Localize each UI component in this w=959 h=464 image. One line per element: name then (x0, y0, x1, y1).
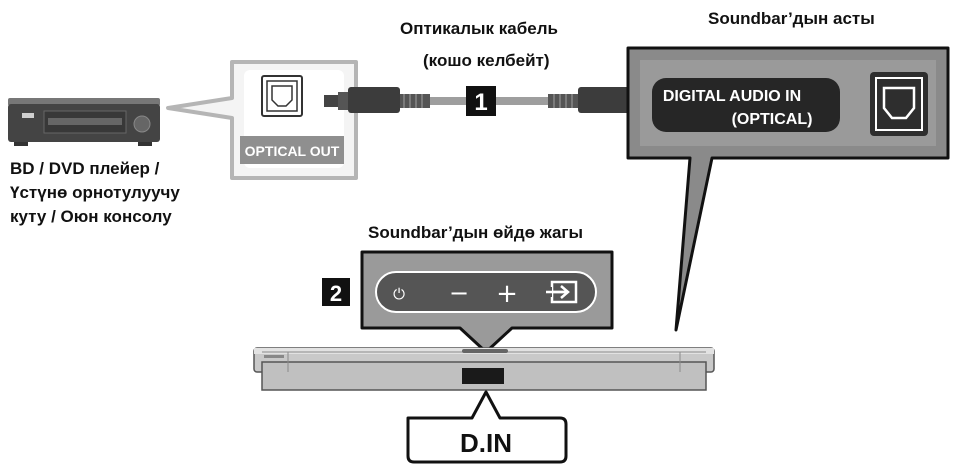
optical-out-callout (166, 60, 358, 180)
step-1-number: 1 (474, 89, 487, 116)
volume-up-button[interactable]: + (496, 279, 518, 309)
volume-down-button[interactable]: − (449, 279, 469, 307)
soundbar-display-window (462, 368, 504, 384)
cable-label-line1: Оптикалык кабель (400, 19, 558, 38)
optical-port-icon (261, 75, 303, 117)
source-button[interactable] (544, 280, 578, 304)
soundbar-body (253, 347, 715, 391)
optical-out-label: OPTICAL OUT (245, 143, 340, 159)
source-device-label-line3: куту / Оюн консолу (10, 207, 172, 226)
power-button[interactable]: ⏻ (393, 285, 405, 303)
rear-panel-label: Soundbar’дын асты (708, 9, 875, 28)
display-text: D.IN (460, 428, 512, 458)
plus-icon: + (496, 279, 518, 309)
cable-label-line2: (кошо келбейт) (423, 51, 550, 70)
source-input-icon (544, 280, 578, 304)
top-panel-callout (360, 250, 614, 354)
digital-audio-in-port-icon (870, 72, 928, 136)
step-2-number: 2 (330, 281, 342, 306)
digital-audio-in-label-line2: (OPTICAL) (732, 111, 813, 128)
rear-panel-callout (626, 46, 950, 332)
source-device-label-line1: BD / DVD плейер / (10, 159, 160, 178)
source-device-label-line2: Үстүнө орнотулуучу (10, 183, 180, 202)
step-1-badge (466, 86, 496, 116)
display-callout (406, 390, 568, 464)
digital-audio-in-label-line1: DIGITAL AUDIO IN (663, 88, 801, 105)
step-2-badge (322, 278, 350, 306)
minus-icon: − (449, 279, 469, 307)
player-device-illustration (8, 98, 160, 146)
top-panel-label: Soundbar’дын өйдө жагы (368, 223, 584, 242)
power-icon: ⏻ (393, 285, 405, 303)
